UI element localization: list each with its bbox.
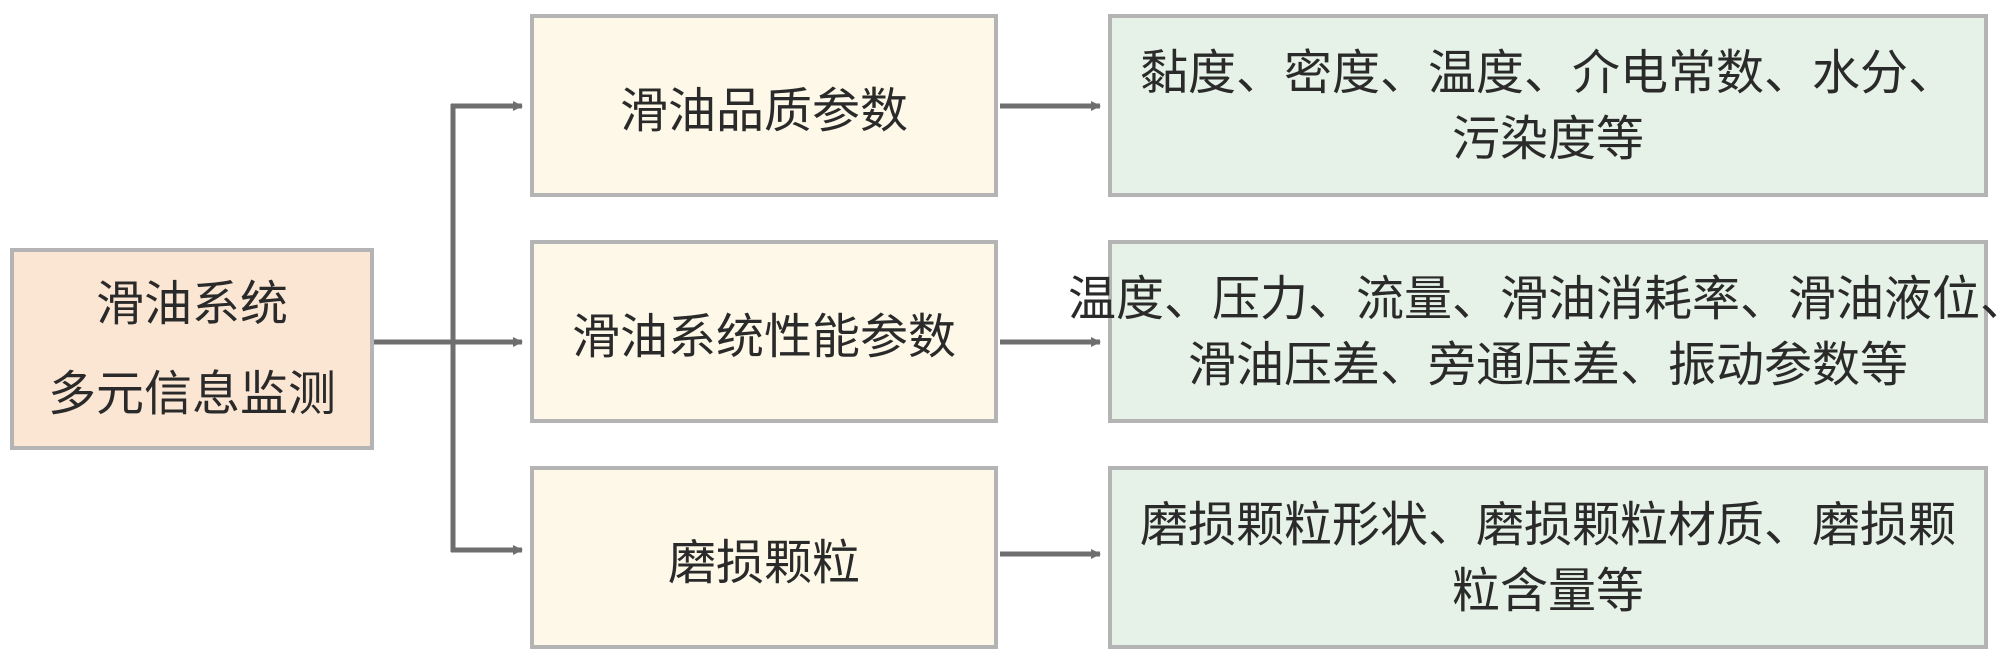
category-wear-particles: 磨损颗粒: [530, 466, 998, 649]
category-system-performance-params: 滑油系统性能参数: [530, 240, 998, 423]
detail-line: 温度、压力、流量、滑油消耗率、滑油液位、: [1068, 270, 2000, 327]
detail-line: 粒含量等: [1451, 562, 1644, 619]
root-line-2: 多元信息监测: [47, 366, 336, 422]
details-wear-particles: 磨损颗粒形状、磨损颗粒材质、磨损颗 粒含量等: [1108, 466, 1988, 649]
detail-line: 黏度、密度、温度、介电常数、水分、: [1139, 44, 1956, 101]
detail-line: 污染度等: [1451, 110, 1644, 167]
root-line-1: 滑油系统: [95, 276, 288, 332]
category-quality-params: 滑油品质参数: [530, 14, 998, 197]
root-node: 滑油系统 多元信息监测: [10, 248, 374, 450]
category-label: 磨损颗粒: [667, 534, 860, 591]
details-quality-params: 黏度、密度、温度、介电常数、水分、 污染度等: [1108, 14, 1988, 197]
detail-line: 滑油压差、旁通压差、振动参数等: [1187, 336, 1908, 393]
details-system-performance-params: 温度、压力、流量、滑油消耗率、滑油液位、 滑油压差、旁通压差、振动参数等: [1068, 240, 2000, 423]
category-label: 滑油系统性能参数: [571, 308, 956, 365]
detail-line: 磨损颗粒形状、磨损颗粒材质、磨损颗: [1139, 496, 1956, 553]
category-label: 滑油品质参数: [619, 82, 908, 139]
